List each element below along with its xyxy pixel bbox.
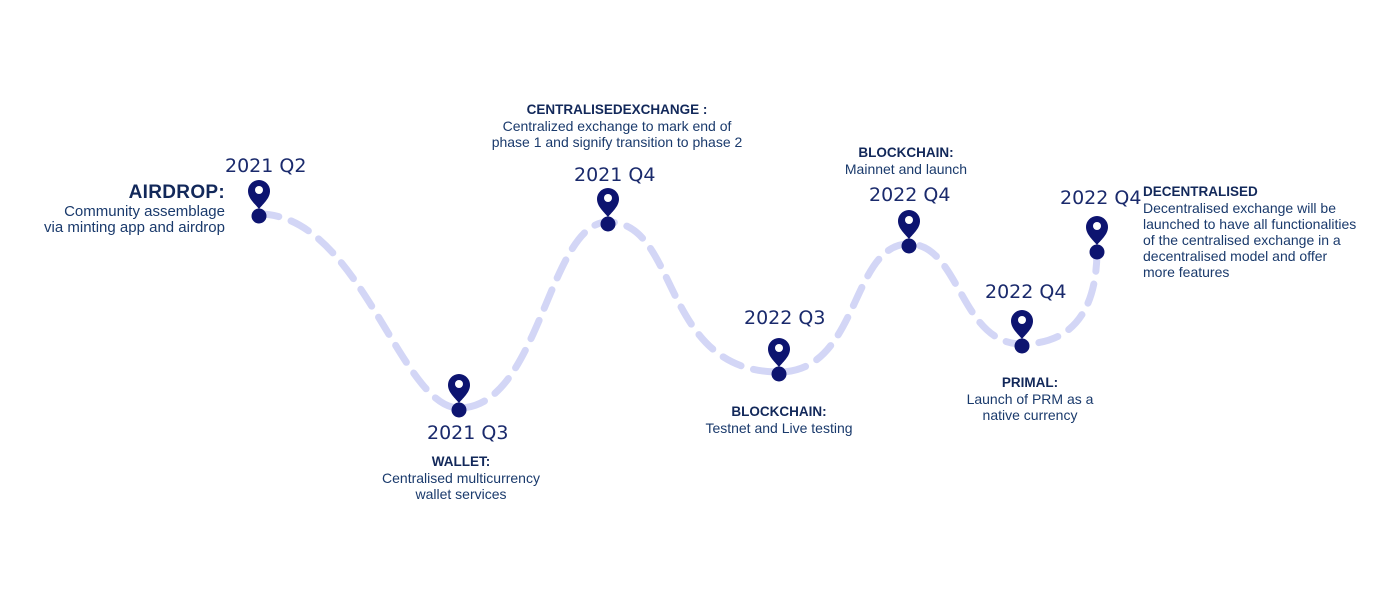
date-label-2021-q4: 2021 Q4 [574,164,656,186]
date-label-2021-q2: 2021 Q2 [225,155,307,177]
milestone-text-line: phase 1 and signify transition to phase … [491,134,743,150]
milestone-text-line: wallet services [415,486,507,502]
date-label-2022-q4-decentralised: 2022 Q4 [1060,187,1142,209]
date-label-2022-q3: 2022 Q3 [744,307,826,329]
milestone-decentralised-description: DECENTRALISED Decentralised exchange wil… [1143,184,1393,280]
date-label-2022-q4-primal: 2022 Q4 [985,281,1067,303]
milestone-centralised-exchange-description: CENTRALISEDEXCHANGE : Centralized exchan… [457,102,777,150]
date-label-2021-q3: 2021 Q3 [427,422,509,444]
map-pin-icon [768,338,790,382]
date-label-2022-q4-mainnet: 2022 Q4 [869,184,951,206]
milestone-title: BLOCKCHAIN: [731,404,827,419]
roadmap-dashed-path [255,210,1101,412]
milestone-blockchain-testnet-description: BLOCKCHAIN: Testnet and Live testing [669,404,889,436]
milestone-text-line: Launch of PRM as a [966,391,1094,407]
milestone-title: DECENTRALISED [1143,184,1258,199]
milestone-title: BLOCKCHAIN: [858,145,954,160]
milestone-text-line: more features [1143,264,1230,280]
milestone-text-line: native currency [982,407,1078,423]
milestone-title: WALLET: [431,454,491,469]
milestone-airdrop-description: AIRDROP: Community assemblage via mintin… [0,182,225,236]
milestone-blockchain-mainnet-description: BLOCKCHAIN: Mainnet and launch [796,145,1016,177]
milestone-title: AIRDROP: [128,182,225,203]
milestone-primal-description: PRIMAL: Launch of PRM as a native curren… [930,375,1130,423]
map-pin-icon [448,374,470,418]
milestone-text-line: Mainnet and launch [844,161,968,177]
milestone-text-line: decentralised model and offer [1143,248,1328,264]
map-pin-icon [898,210,920,254]
milestone-title: CENTRALISEDEXCHANGE : [526,102,708,117]
milestone-text-line: Decentralised exchange will be [1143,200,1336,216]
milestone-title: PRIMAL: [1001,375,1059,390]
map-pin-icon [597,188,619,232]
milestone-text-line: Community assemblage [64,203,225,220]
map-pin-icon [1086,216,1108,260]
milestone-text-line: Testnet and Live testing [705,420,853,436]
milestone-text-line: Centralised multicurrency [382,470,540,486]
milestone-wallet-description: WALLET: Centralised multicurrency wallet… [341,454,581,502]
pins-layer [248,180,1108,418]
milestone-text-line: of the centralised exchange in a [1143,232,1341,248]
milestone-text-line: via minting app and airdrop [44,219,225,236]
map-pin-icon [248,180,270,224]
map-pin-icon [1011,310,1033,354]
milestone-text-line: Centralized exchange to mark end of [502,118,732,134]
milestone-text-line: launched to have all functionalities [1143,216,1357,232]
